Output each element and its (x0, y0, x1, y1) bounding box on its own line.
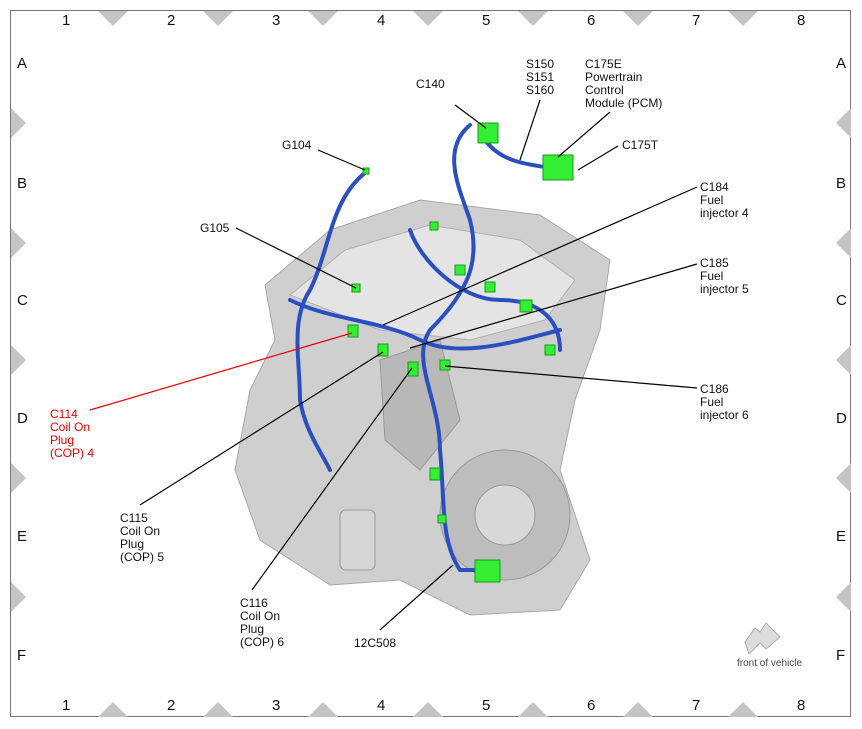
row-label: D (17, 410, 28, 427)
column-label: 8 (797, 697, 806, 714)
column-label: 5 (482, 12, 491, 29)
row-label: C (836, 292, 847, 309)
row-label: F (836, 647, 846, 664)
column-label: 1 (62, 697, 71, 714)
row-label: F (17, 647, 27, 664)
callout-c116[interactable]: C116 Coil On Plug (COP) 6 (240, 596, 285, 649)
column-label: 7 (692, 697, 701, 714)
callout-g104[interactable]: G104 (282, 138, 312, 152)
column-label: 4 (377, 697, 386, 714)
column-label: 6 (587, 12, 596, 29)
column-label: 5 (482, 697, 491, 714)
row-label: B (836, 175, 847, 192)
column-label: 2 (167, 697, 176, 714)
callout-s150-s151-s160[interactable]: S150 S151 S160 (526, 57, 555, 97)
row-label: D (836, 410, 847, 427)
column-label: 2 (167, 12, 176, 29)
wiring-harness (288, 123, 572, 572)
callout-c115[interactable]: C115 Coil On Plug (COP) 5 (120, 511, 165, 564)
column-label: 6 (587, 697, 596, 714)
row-label: C (17, 292, 28, 309)
grid-markers (11, 11, 851, 717)
column-label: 3 (272, 697, 281, 714)
front-of-vehicle-label: front of vehicle (737, 658, 803, 669)
callout-lines (89, 99, 698, 631)
column-label: 1 (62, 12, 71, 29)
callout-g105[interactable]: G105 (200, 221, 230, 235)
column-label: 7 (692, 12, 701, 29)
callout-12c508[interactable]: 12C508 (354, 636, 397, 650)
column-label: 8 (797, 12, 806, 29)
column-label: 3 (272, 12, 281, 29)
callout-c175t[interactable]: C175T (622, 138, 659, 152)
arrow-down-left-icon (744, 622, 781, 655)
callout-c114-highlighted[interactable]: C114 Coil On Plug (COP) 4 (50, 407, 95, 460)
column-label: 4 (377, 12, 386, 29)
callout-c185[interactable]: C185 Fuel injector 5 (700, 256, 749, 296)
row-label: E (836, 528, 847, 545)
engine-illustration (234, 199, 611, 616)
callout-c140[interactable]: C140 (416, 77, 445, 91)
callout-c184[interactable]: C184 Fuel injector 4 (700, 180, 749, 220)
callout-c186[interactable]: C186 Fuel injector 6 (700, 382, 749, 422)
row-label: E (17, 528, 28, 545)
row-label: A (17, 55, 28, 72)
row-label: B (17, 175, 28, 192)
callout-c175e[interactable]: C175E Powertrain Control Module (PCM) (585, 57, 663, 110)
row-label: A (836, 55, 847, 72)
